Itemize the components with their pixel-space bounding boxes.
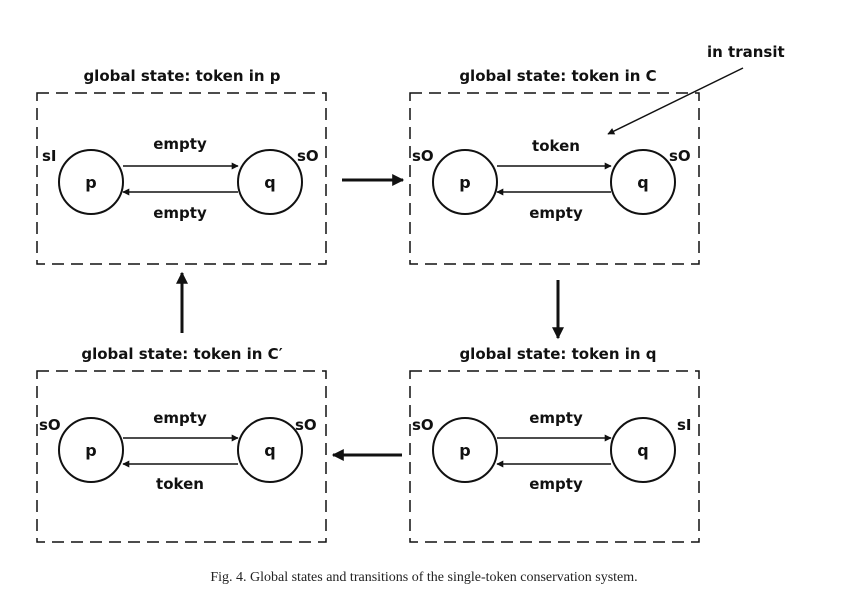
node-label-q: q bbox=[637, 441, 648, 460]
state-label-p: sO bbox=[39, 416, 61, 434]
state-label-q: sI bbox=[677, 416, 692, 434]
panel-border bbox=[36, 92, 327, 265]
node-label-p: p bbox=[459, 441, 470, 460]
state-label-q: sO bbox=[295, 416, 317, 434]
panel-token-in-q: global state: token in q sO sI p q empty… bbox=[409, 345, 700, 543]
state-label-p: sI bbox=[42, 147, 57, 165]
panel-title: global state: token in C′ bbox=[81, 345, 282, 363]
process-node-q bbox=[610, 149, 676, 215]
process-node-q bbox=[237, 149, 303, 215]
state-label-p: sO bbox=[412, 147, 434, 165]
process-node-p bbox=[432, 417, 498, 483]
node-label-q: q bbox=[264, 173, 275, 192]
process-node-q bbox=[610, 417, 676, 483]
figure-caption: Fig. 4. Global states and transitions of… bbox=[210, 570, 637, 585]
panel-border bbox=[36, 370, 327, 543]
in-transit-annotation: in transit bbox=[707, 43, 785, 61]
channel-label-top: empty bbox=[153, 135, 207, 153]
node-label-p: p bbox=[459, 173, 470, 192]
channel-label-bottom: empty bbox=[529, 204, 583, 222]
process-node-p bbox=[58, 417, 124, 483]
node-label-p: p bbox=[85, 441, 96, 460]
panel-border bbox=[409, 370, 700, 543]
channel-label-top: empty bbox=[153, 409, 207, 427]
state-label-q: sO bbox=[669, 147, 691, 165]
in-transit-pointer-arrow bbox=[607, 67, 744, 135]
panel-title: global state: token in p bbox=[83, 67, 280, 85]
channel-label-bottom: empty bbox=[153, 204, 207, 222]
channel-label-bottom: token bbox=[156, 475, 204, 493]
channel-label-top: empty bbox=[529, 409, 583, 427]
process-node-q bbox=[237, 417, 303, 483]
state-label-p: sO bbox=[412, 416, 434, 434]
channel-label-bottom: empty bbox=[529, 475, 583, 493]
panel-token-in-c: global state: token in C sO sO p q token… bbox=[409, 67, 700, 265]
process-node-p bbox=[58, 149, 124, 215]
node-label-p: p bbox=[85, 173, 96, 192]
panel-token-in-p: global state: token in p sI sO p q empty… bbox=[36, 67, 327, 265]
node-label-q: q bbox=[264, 441, 275, 460]
panel-title: global state: token in q bbox=[459, 345, 656, 363]
panel-title: global state: token in C bbox=[459, 67, 656, 85]
node-label-q: q bbox=[637, 173, 648, 192]
panel-border bbox=[409, 92, 700, 265]
channel-label-top: token bbox=[532, 137, 580, 155]
panel-token-in-c-prime: global state: token in C′ sO sO p q empt… bbox=[36, 345, 327, 543]
state-label-q: sO bbox=[297, 147, 319, 165]
process-node-p bbox=[432, 149, 498, 215]
